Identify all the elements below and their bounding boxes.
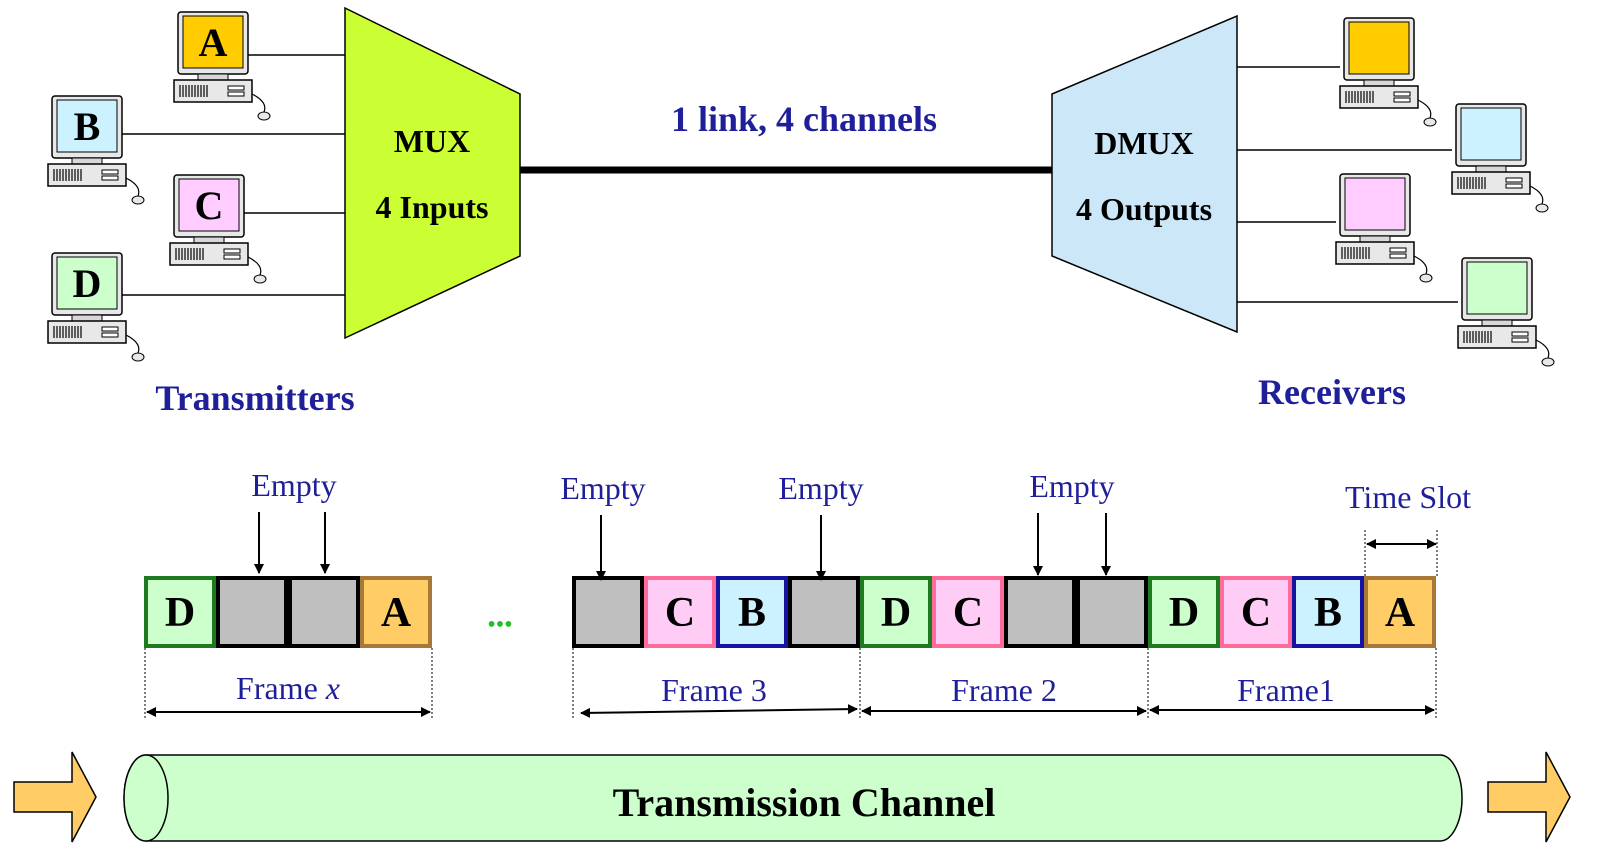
time-slot-label: Time Slot — [1345, 479, 1471, 515]
output-arrow — [1487, 751, 1571, 843]
dmux-block — [1051, 14, 1238, 334]
receiver-b — [1451, 103, 1549, 213]
slot-d — [144, 576, 216, 648]
slot-empty — [572, 576, 644, 648]
slot-label: A — [1385, 590, 1416, 636]
slot-a — [360, 576, 432, 648]
screen-a — [182, 15, 244, 69]
frame-1-label: Frame1 — [1237, 672, 1335, 708]
slot-label: C — [953, 590, 983, 636]
mux-block — [344, 6, 521, 340]
frame-2-label: Frame 2 — [951, 672, 1057, 708]
receiver-c — [1335, 173, 1433, 283]
empty-label-frame-x: Empty — [251, 467, 336, 503]
slot-label: B — [1314, 590, 1342, 636]
receiver-screen-b — [1460, 107, 1522, 161]
slot-empty — [288, 576, 360, 648]
slot-empty — [216, 576, 288, 648]
screen-d — [56, 256, 118, 310]
screen-b — [56, 99, 118, 153]
slot-label: D — [1169, 590, 1199, 636]
slot-label: C — [1241, 590, 1271, 636]
mux-subtitle: 4 Inputs — [376, 189, 489, 225]
screen-c — [178, 178, 240, 232]
slot-d — [860, 576, 932, 648]
receiver-screen-c — [1344, 177, 1406, 231]
transmitters-label: Transmitters — [155, 378, 354, 418]
receiver-d — [1457, 257, 1555, 367]
empty-label-frame-2: Empty — [1029, 468, 1114, 504]
receiver-a — [1339, 17, 1437, 127]
slot-b — [716, 576, 788, 648]
slot-empty — [1076, 576, 1148, 648]
mux-title: MUX — [394, 123, 470, 159]
transmitter-b-label: B — [74, 104, 101, 149]
slot-label: D — [165, 590, 195, 636]
transmitter-a-label: A — [199, 20, 228, 65]
input-arrow — [13, 751, 97, 843]
frame-3-span — [580, 704, 858, 718]
empty-label-frame-3-left: Empty — [560, 470, 645, 506]
transmitter-d: D — [47, 252, 145, 362]
slot-c — [932, 576, 1004, 648]
transmitter-c-label: C — [195, 183, 224, 228]
slot-label: C — [665, 590, 695, 636]
transmitter-a: A — [173, 11, 271, 121]
receiver-screen-d — [1466, 261, 1528, 315]
slot-label: D — [881, 590, 911, 636]
slot-label: A — [381, 590, 412, 636]
slot-empty — [788, 576, 860, 648]
slot-c — [1220, 576, 1292, 648]
frame-guides — [144, 648, 1437, 720]
transmitter-d-label: D — [73, 261, 102, 306]
empty-label-frame-3-right: Empty — [778, 470, 863, 506]
transmission-channel: Transmission Channel — [123, 754, 1463, 842]
dmux-subtitle: 4 Outputs — [1076, 191, 1212, 227]
slot-a — [1364, 576, 1436, 648]
slot-empty — [1004, 576, 1076, 648]
dmux-title: DMUX — [1094, 125, 1194, 161]
channel-label: Transmission Channel — [613, 780, 996, 825]
receivers-label: Receivers — [1258, 372, 1406, 412]
frames-ellipsis: ••• — [487, 612, 512, 638]
input-lines — [118, 54, 345, 296]
slot-b — [1292, 576, 1364, 648]
output-lines — [1237, 66, 1458, 303]
link-label: 1 link, 4 channels — [671, 99, 937, 139]
slot-c — [644, 576, 716, 648]
frame-3-label: Frame 3 — [661, 672, 767, 708]
slot-d — [1148, 576, 1220, 648]
slot-label: B — [738, 590, 766, 636]
transmitter-c: C — [169, 174, 267, 284]
receiver-screen-a — [1348, 21, 1410, 75]
frame-x-label: Frame x — [236, 670, 340, 706]
transmitter-b: B — [47, 95, 145, 205]
